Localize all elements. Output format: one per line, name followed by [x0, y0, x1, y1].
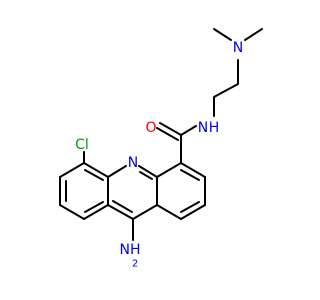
dimethylamine-nitrogen-label: N: [233, 40, 243, 56]
amino-group-label: NH: [120, 242, 141, 258]
carbonyl-oxygen-label: O: [145, 120, 156, 136]
bonds: [59, 28, 263, 241]
bond: [156, 162, 182, 178]
atom-labels: Cl N O N H N NH 2: [75, 40, 243, 270]
bond: [59, 162, 85, 178]
bond: [83, 204, 109, 220]
bond: [244, 28, 263, 41]
bond: [138, 165, 158, 178]
amide-nitrogen-label: N: [198, 120, 208, 136]
bond: [107, 165, 127, 178]
bond: [139, 171, 153, 180]
bond: [180, 204, 206, 220]
amino-subscript-label: 2: [132, 259, 138, 270]
bond: [156, 127, 179, 141]
bond: [213, 28, 232, 41]
bond: [112, 200, 133, 213]
chlorine-atom-label: Cl: [75, 137, 89, 153]
bond: [180, 125, 197, 136]
bond: [107, 204, 134, 220]
bond: [180, 169, 200, 181]
bond: [84, 201, 104, 213]
bond: [59, 204, 85, 220]
bond: [84, 169, 104, 181]
bond: [132, 204, 158, 220]
bond: [180, 201, 200, 213]
bond: [83, 162, 109, 178]
bond: [156, 204, 182, 220]
ring-nitrogen-label: N: [128, 155, 138, 171]
molecule-svg: Cl N O N H N NH 2: [59, 28, 263, 270]
amide-hydrogen-label: H: [209, 120, 220, 136]
bond: [213, 83, 239, 98]
molecule-structure-diagram: Cl N O N H N NH 2: [59, 28, 263, 270]
bond: [180, 162, 206, 178]
bond: [159, 122, 182, 136]
